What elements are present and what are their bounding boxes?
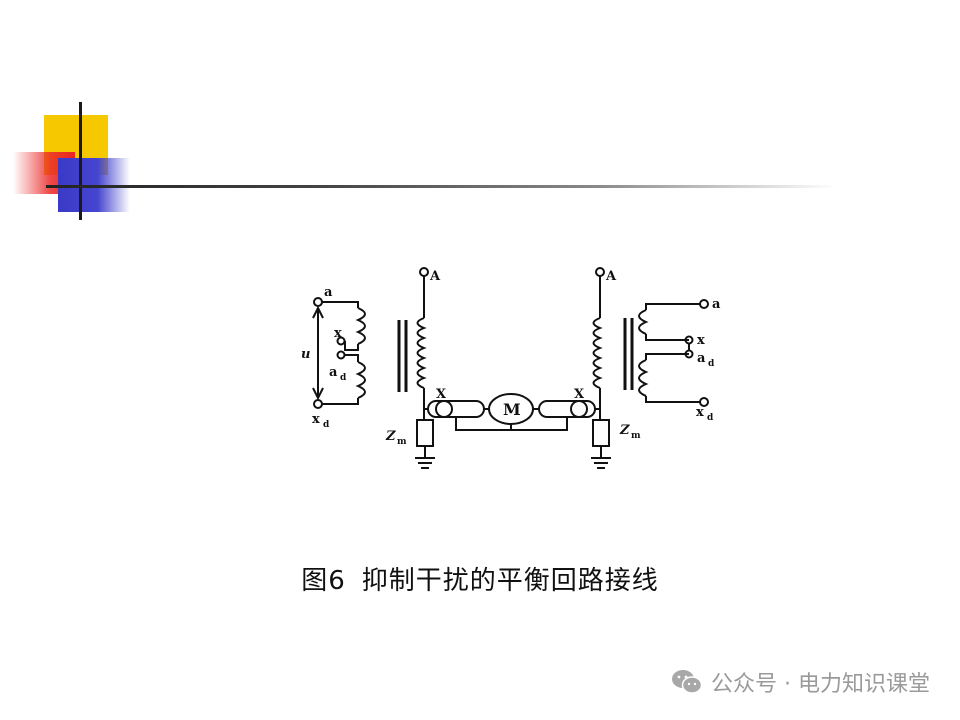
label-a-left: a xyxy=(324,285,333,300)
impedance-Zm-left xyxy=(416,419,434,447)
label-X-left: X xyxy=(436,387,447,402)
terminal-A-right xyxy=(595,267,605,277)
watermark-text: 公众号 · 电力知识课堂 xyxy=(711,672,930,697)
primary-winding-left xyxy=(416,317,427,389)
wire-x-right xyxy=(645,334,689,341)
wire-a-left xyxy=(322,301,359,308)
u-arrow-up xyxy=(312,305,324,319)
u-arrow-down xyxy=(312,387,324,401)
wire-meter-right-low xyxy=(511,417,568,431)
label-ad-right: a xyxy=(697,351,706,366)
label-xd-sub-right: d xyxy=(707,413,714,423)
terminal-ad-left xyxy=(336,350,346,360)
winding-lower-left xyxy=(355,361,366,399)
wire-ad-left xyxy=(345,354,359,362)
label-X-right: X xyxy=(574,387,585,402)
terminal-a-left xyxy=(313,297,323,307)
wire-xd-right xyxy=(645,396,700,403)
terminal-xd-right xyxy=(699,397,709,407)
label-x-right: x xyxy=(697,333,705,348)
wire-x-left xyxy=(344,341,359,351)
figure-title: 抑制干扰的平衡回路接线 xyxy=(361,566,659,596)
wire-meter-left-low xyxy=(455,417,512,431)
label-M: M xyxy=(503,400,521,419)
winding-lower-right xyxy=(638,359,649,397)
figure-caption: 图6 抑制干扰的平衡回路接线 xyxy=(0,560,960,597)
label-A-right: A xyxy=(605,269,617,284)
label-Zm-sub-left: m xyxy=(397,437,407,447)
label-ad-sub-right: d xyxy=(708,359,715,369)
label-ad-sub-left: d xyxy=(340,373,347,383)
decor-horizontal-line xyxy=(46,185,836,188)
terminal-a-right xyxy=(699,299,709,309)
wire-ad-right xyxy=(645,353,689,360)
balanced-circuit-diagram: A A a x a d x d u X X M Z m Z m a x a d … xyxy=(301,267,721,469)
label-u: u xyxy=(301,347,310,362)
label-xd-sub-left: d xyxy=(323,420,330,430)
label-Zm-left: Z xyxy=(385,429,396,444)
watermark: 公众号 · 电力知识课堂 xyxy=(671,666,930,698)
terminal-A-left xyxy=(419,267,429,277)
wire-a-right xyxy=(645,303,700,310)
wire-xd-left xyxy=(322,398,359,405)
terminal-ad-right xyxy=(684,349,694,359)
label-xd-left: x xyxy=(312,412,320,427)
label-Zm-sub-right: m xyxy=(631,431,641,441)
terminal-x-right xyxy=(684,335,694,345)
ct-left-core xyxy=(435,400,453,418)
label-ad-left: a xyxy=(329,365,338,380)
ct-right-core xyxy=(570,400,588,418)
winding-upper-right xyxy=(638,309,649,335)
label-x-left: x xyxy=(334,326,342,341)
figure-number: 图6 xyxy=(301,566,346,596)
impedance-Zm-right xyxy=(592,419,610,447)
label-xd-right: x xyxy=(696,405,704,420)
terminal-xd-left xyxy=(313,399,323,409)
label-a-right: a xyxy=(712,297,721,312)
winding-upper-left xyxy=(355,307,366,345)
label-Zm-right: Z xyxy=(619,423,630,438)
decor-vertical-line xyxy=(79,102,82,220)
wechat-icon xyxy=(672,670,703,694)
label-A-left: A xyxy=(429,269,441,284)
primary-winding-right xyxy=(592,317,603,389)
